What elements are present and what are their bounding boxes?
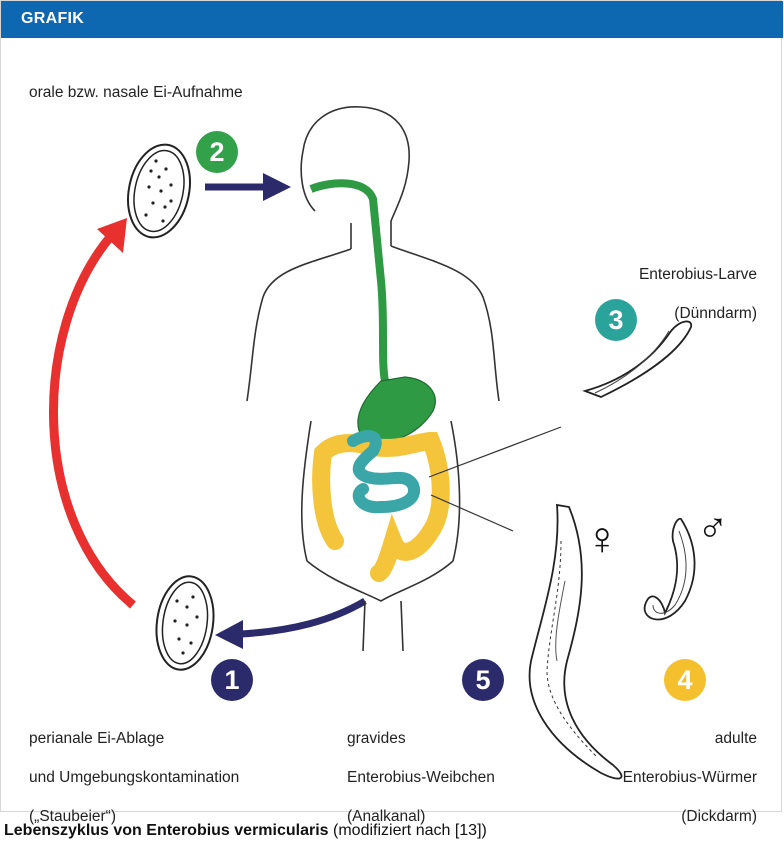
egg-deposit-arrow [215, 597, 367, 649]
step-4-badge: 4 [664, 659, 706, 701]
figure-caption: Lebenszyklus von Enterobius vermicularis… [4, 822, 487, 840]
step-2-badge: 2 [196, 131, 238, 173]
oral-uptake-label: orale bzw. nasale Ei-Aufnahme [29, 84, 243, 101]
perianal-label-line1: perianale Ei-Ablage [29, 729, 165, 747]
figure-frame: GRAFIK [0, 0, 783, 825]
adult-label-line2: Enterobius-Würmer [622, 768, 757, 786]
gravid-label-line2: Enterobius-Weibchen [347, 768, 495, 786]
header-title: GRAFIK [21, 10, 85, 27]
life-cycle-illustration [49, 106, 696, 780]
step-1-badge: 1 [211, 659, 253, 701]
male-symbol: ♂ [697, 504, 729, 551]
perianal-label: perianale Ei-Ablage und Umgebungskontami… [29, 709, 239, 846]
larva-icon [582, 320, 693, 398]
caption-bold: Lebenszyklus von Enterobius vermicularis [4, 822, 329, 839]
adult-label-line1: adulte [714, 729, 757, 747]
digestive-tract [309, 179, 436, 443]
egg-icon [155, 575, 215, 671]
egg-icon [127, 143, 191, 239]
male-worm-icon [643, 517, 696, 621]
gravid-female-label: gravides Enterobius-Weibchen (Analkanal) [347, 709, 495, 846]
ingestion-arrow [205, 173, 291, 201]
red-cycle-arrow [49, 218, 136, 609]
perianal-label-line3: („Staubeier“) [29, 807, 116, 825]
small-intestine [347, 430, 420, 514]
human-body-icon [246, 106, 500, 652]
adult-worms-label: adulte Enterobius-Würmer (Dickdarm) [561, 709, 757, 846]
step-5-badge: 5 [462, 659, 504, 701]
female-worm-icon [528, 503, 623, 780]
figure-header: GRAFIK [1, 1, 783, 38]
larva-label-line1: Enterobius-Larve [638, 265, 757, 283]
female-symbol: ♀ [585, 512, 620, 564]
adult-label-line3: (Dickdarm) [681, 807, 757, 825]
step-3-badge: 3 [595, 299, 637, 341]
gravid-label-line3: (Analkanal) [347, 807, 426, 825]
larva-label-line2: (Dünndarm) [674, 304, 757, 322]
gravid-label-line1: gravides [347, 729, 406, 747]
larva-label: Enterobius-Larve (Dünndarm) [561, 245, 757, 343]
colon [312, 431, 450, 582]
caption-normal: (modifiziert nach [13]) [328, 822, 487, 839]
pointer-lines [428, 426, 562, 532]
perianal-label-line2: und Umgebungskontamination [29, 768, 240, 786]
